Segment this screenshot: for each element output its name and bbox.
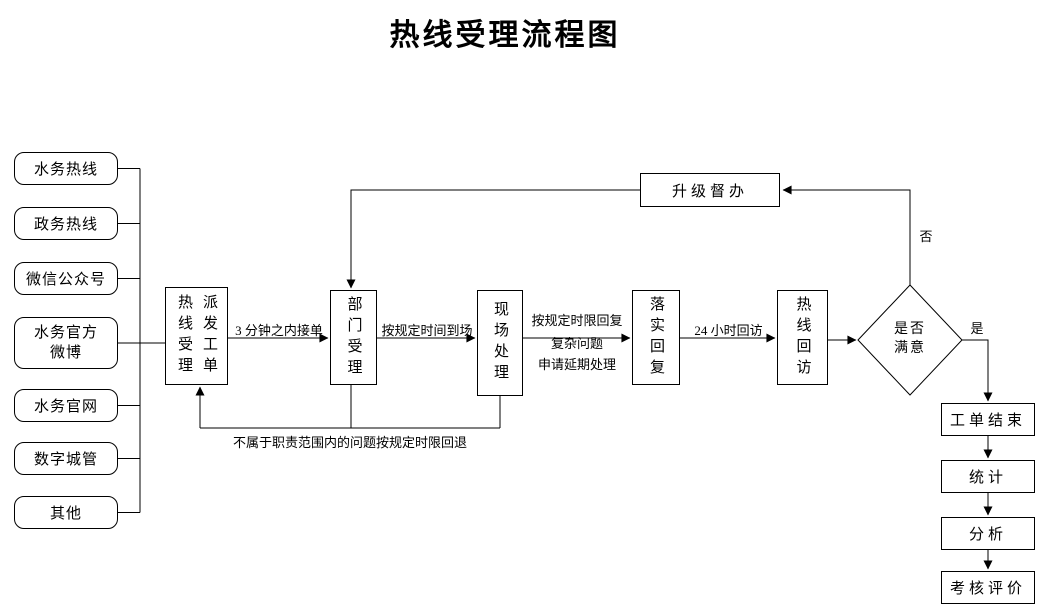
edge-return-lines xyxy=(200,385,501,429)
escalate-label: 升级督办 xyxy=(671,183,748,200)
onsite-label: 现场处理 xyxy=(492,301,508,385)
source-node-other: 其他 xyxy=(14,496,118,529)
process-node-followup: 热线回访 xyxy=(777,290,828,385)
edge-label-complex-issue: 复杂问题 xyxy=(550,336,603,351)
decision-line1: 是否 xyxy=(894,322,926,337)
intake-col-dispatch-order: 派发工单 xyxy=(201,294,217,378)
source-node-gov-hotline: 政务热线 xyxy=(14,207,118,240)
source-label: 政务热线 xyxy=(33,217,98,233)
followup-label: 热线回访 xyxy=(794,295,811,380)
reply-label: 落实回复 xyxy=(648,295,664,380)
decision-node-satisfied: 是否 满意 xyxy=(880,320,940,358)
intake-col-hotline-accept: 热线受理 xyxy=(176,294,192,378)
end-label: 分析 xyxy=(968,527,1007,543)
source-node-wechat: 微信公众号 xyxy=(14,262,118,295)
source-bracket xyxy=(118,168,165,513)
decision-line2: 满意 xyxy=(894,341,926,356)
edge-decision-yes xyxy=(962,339,993,402)
decision-diamond xyxy=(857,284,963,396)
end-label: 考核评价 xyxy=(949,581,1026,597)
edge-label-arrive-on-time: 按规定时间到场 xyxy=(381,323,473,338)
source-node-weibo: 水务官方微博 xyxy=(14,317,118,369)
end-label: 工单结束 xyxy=(949,413,1026,429)
source-node-water-hotline: 水务热线 xyxy=(14,152,118,185)
end-label: 统计 xyxy=(968,470,1007,486)
edge-label-apply-extension: 申请延期处理 xyxy=(537,357,616,372)
process-node-intake: 热线受理 派发工单 xyxy=(165,287,228,385)
edge-escalate-to-dept xyxy=(346,189,640,289)
edge-decision-no-to-escalate xyxy=(782,185,911,285)
source-node-website: 水务官网 xyxy=(14,389,118,422)
source-label: 水务热线 xyxy=(33,162,98,178)
process-node-reply: 落实回复 xyxy=(632,290,680,385)
end-node-analysis: 分析 xyxy=(941,517,1035,550)
source-label: 微信公众号 xyxy=(25,272,106,288)
end-node-assessment: 考核评价 xyxy=(941,571,1035,604)
dept-label: 部门受理 xyxy=(345,295,362,380)
end-node-order-finish: 工单结束 xyxy=(941,403,1035,436)
edge-label-no: 否 xyxy=(919,229,933,244)
source-label: 水务官方微博 xyxy=(33,325,98,361)
source-label: 其他 xyxy=(49,506,82,522)
edge-label-reply-deadline: 按规定时限回复 xyxy=(531,313,623,328)
process-node-dept: 部门受理 xyxy=(330,290,377,385)
source-node-digital-city: 数字城管 xyxy=(14,442,118,475)
end-node-statistics: 统计 xyxy=(941,460,1035,493)
page-title: 热线受理流程图 xyxy=(389,19,621,52)
source-label: 水务官网 xyxy=(33,399,98,415)
edge-label-accept-3min: 3 分钟之内接单 xyxy=(235,323,323,338)
edge-label-out-of-scope-return: 不属于职责范围内的问题按规定时限回退 xyxy=(232,435,467,450)
process-node-escalate: 升级督办 xyxy=(640,173,780,207)
edge-label-24h-visit: 24 小时回访 xyxy=(694,323,763,338)
edge-label-yes: 是 xyxy=(970,321,984,336)
process-node-onsite: 现场处理 xyxy=(477,290,523,396)
source-label: 数字城管 xyxy=(33,452,98,468)
